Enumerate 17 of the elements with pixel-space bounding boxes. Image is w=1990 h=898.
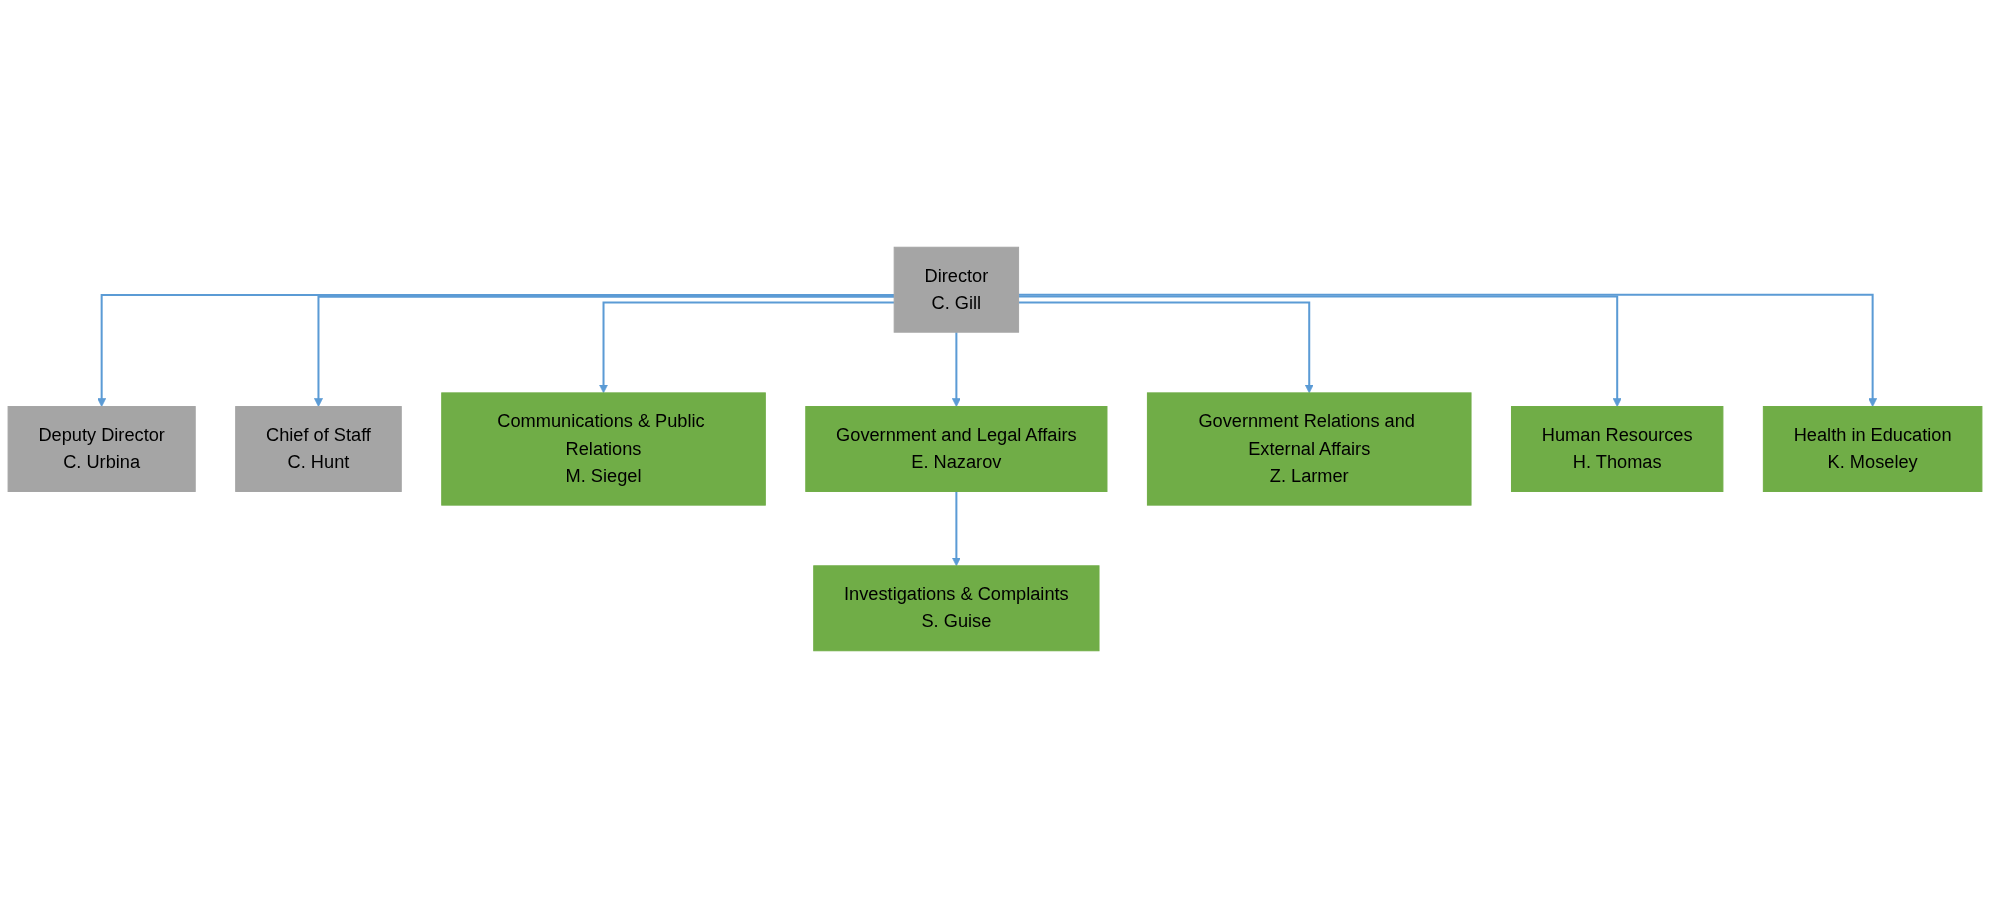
arrow	[97, 294, 895, 407]
node-box: Government and Legal Affairs E. Nazarov	[805, 406, 1108, 492]
node-box: Human Resources H. Thomas	[1511, 406, 1724, 492]
node-box: Director C. Gill	[893, 246, 1020, 333]
arrow	[951, 490, 961, 567]
arrow	[951, 331, 961, 407]
arrow	[1018, 295, 1622, 407]
arrow	[1018, 301, 1314, 394]
arrow	[599, 301, 895, 394]
node-box: Investigations & Complaints S. Guise	[813, 565, 1100, 652]
node-box: Health in Education K. Moseley	[1762, 406, 1983, 492]
arrow	[314, 295, 895, 407]
node-box: Deputy Director C. Urbina	[7, 406, 196, 492]
arrow	[1018, 293, 1878, 407]
node-box: Chief of Staff C. Hunt	[235, 406, 402, 492]
node-box: Government Relations and External Affairs Z. Larmer	[1146, 392, 1472, 506]
node-box: Communications & Public Relations M. Siegel	[441, 392, 766, 506]
